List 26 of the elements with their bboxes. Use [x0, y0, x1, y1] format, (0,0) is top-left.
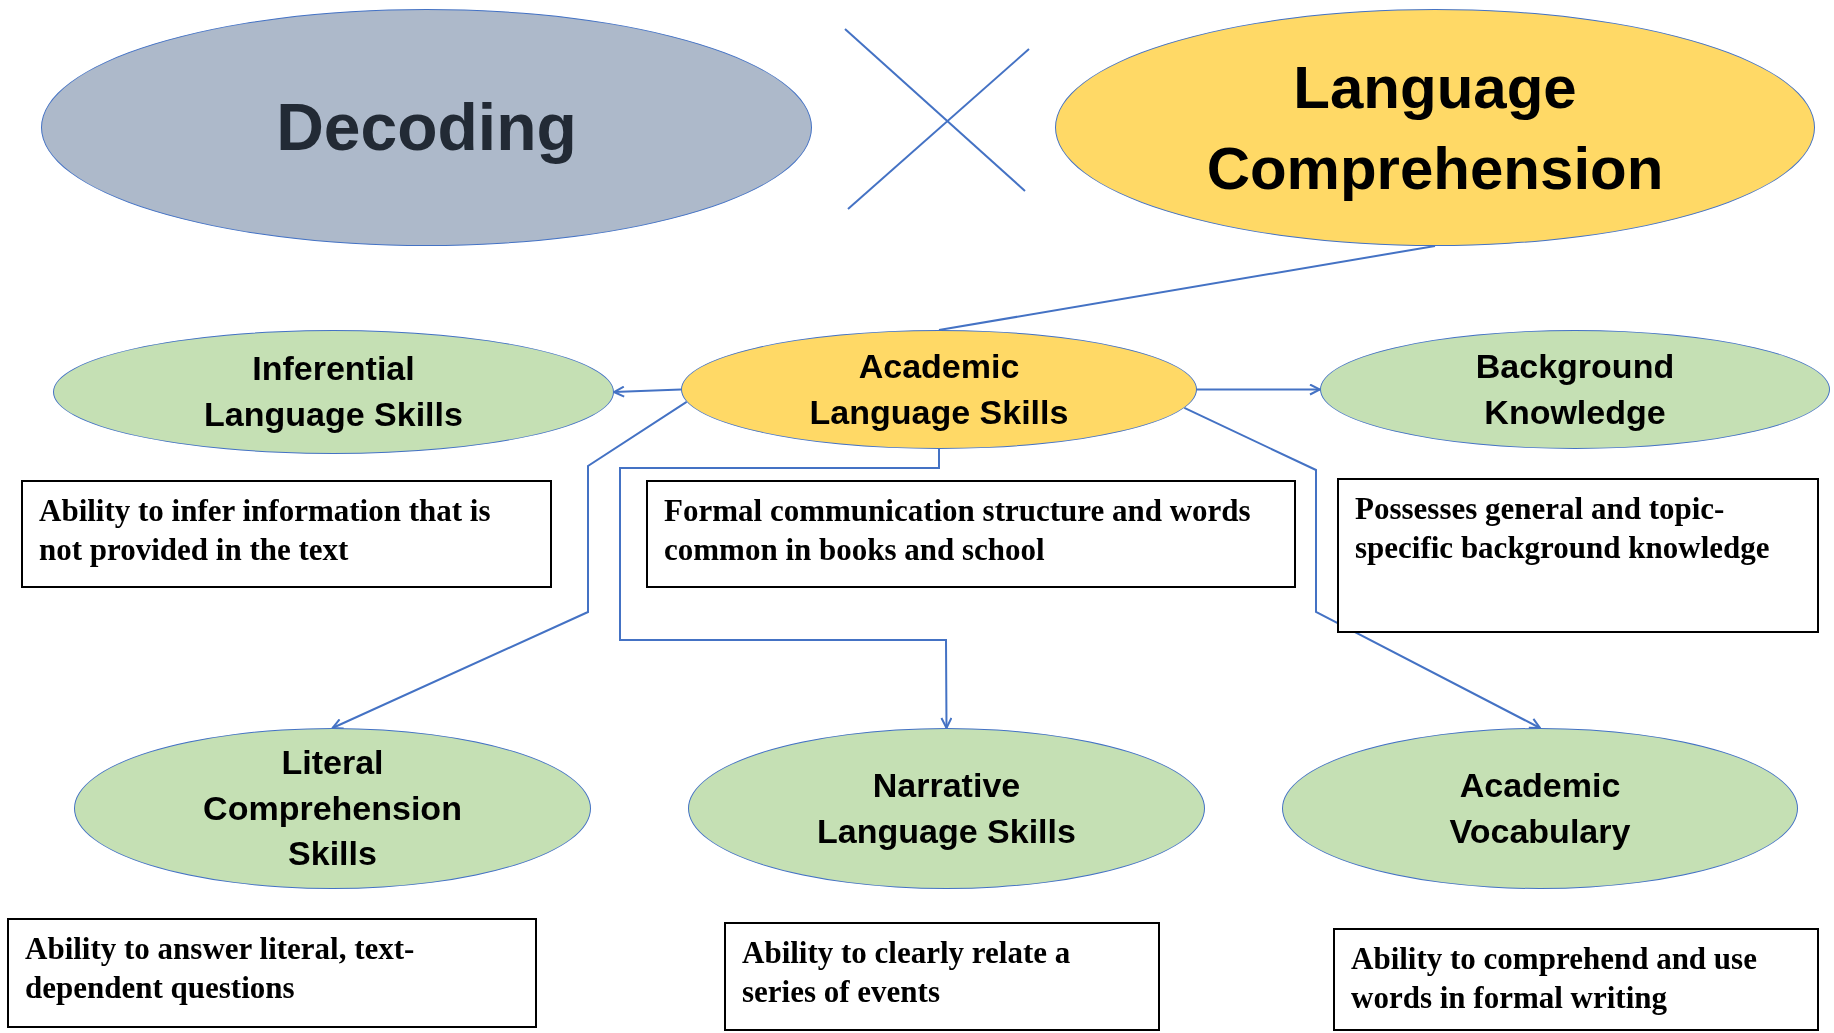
arrow	[619, 448, 953, 729]
description-text: Ability to clearly relate a series of events	[742, 934, 1072, 1011]
node-label: Academic Language Skills	[808, 345, 1070, 433]
node-label: Decoding	[276, 88, 577, 166]
description-text: Formal communication structure and words common in books and school	[664, 492, 1252, 569]
arrow	[331, 400, 688, 730]
connector-line	[938, 245, 1436, 331]
description-box	[21, 480, 552, 588]
node-label: Academic Vocabulary	[1448, 764, 1632, 852]
description-box	[7, 918, 537, 1028]
node-label: Background Knowledge	[1474, 345, 1676, 433]
node-label: Narrative Language Skills	[816, 764, 1077, 852]
description-text: Possesses general and topic-specific background knowledge	[1355, 490, 1771, 567]
arrow	[613, 385, 682, 398]
description-box	[1337, 478, 1819, 633]
description-text: Ability to comprehend and use words in formal writing	[1351, 940, 1758, 1017]
node-label: Language Comprehension	[1205, 52, 1665, 204]
description-text: Ability to infer information that is not provided in the text	[39, 492, 492, 569]
arrow	[1196, 383, 1321, 396]
description-box	[1333, 928, 1819, 1031]
arrow	[1183, 406, 1541, 729]
node-label: Literal Comprehension Skills	[202, 741, 463, 875]
description-box	[724, 922, 1160, 1031]
description-box	[646, 480, 1296, 588]
description-text: Ability to answer literal, text- dependent questions	[25, 930, 416, 1007]
node-label: Inferential Language Skills	[203, 348, 464, 435]
